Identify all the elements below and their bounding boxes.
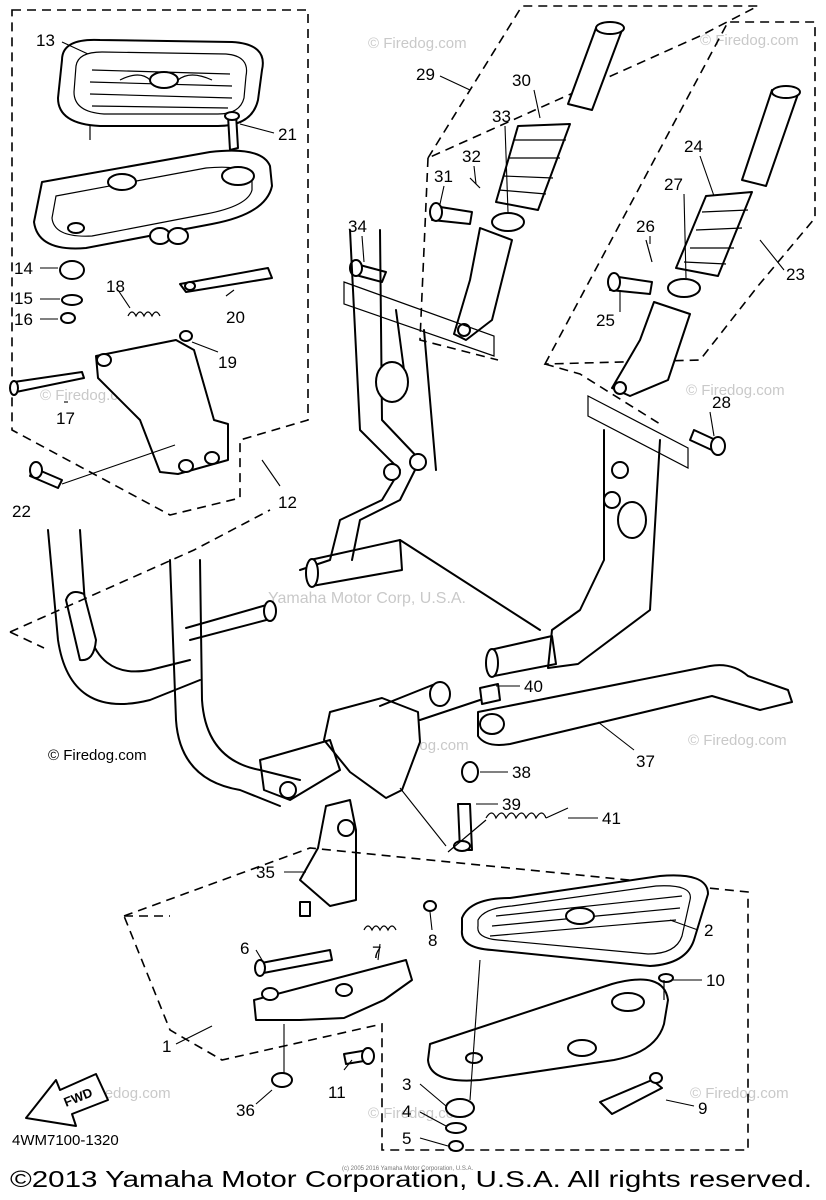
part-label-15: 15: [14, 289, 33, 308]
part-label-10: 10: [706, 971, 725, 990]
fwd-arrow: FWD: [25, 1073, 109, 1127]
part-label-7: 7: [372, 943, 381, 962]
part-label-35: 35: [256, 863, 275, 882]
part-label-34: 34: [348, 217, 367, 236]
firedog-watermark: © Firedog.com: [368, 35, 467, 52]
firedog-watermark-dark: © Firedog.com: [48, 747, 147, 764]
brake-pedal-group: [299, 664, 793, 917]
copyright-notice: ©2013 Yamaha Motor Corporation, U.S.A. A…: [10, 1166, 812, 1192]
part-label-28: 28: [712, 393, 731, 412]
part-label-21: 21: [278, 125, 297, 144]
part-label-11: 11: [328, 1083, 346, 1102]
part-label-12: 12: [278, 493, 297, 512]
leader-lines: [40, 41, 785, 1147]
firedog-watermark: © Firedog.com: [690, 1085, 789, 1102]
part-label-2: 2: [704, 921, 713, 940]
part-label-31: 31: [434, 167, 453, 186]
part-label-33: 33: [492, 107, 511, 126]
part-label-41: 41: [602, 809, 621, 828]
diagram-code: 4WM7100-1320: [12, 1132, 119, 1149]
part-label-24: 24: [684, 137, 703, 156]
part-label-9: 9: [698, 1099, 707, 1118]
part-labels: 13 21 14 15 16 18 20 19 17 22 12 29 30 3…: [12, 31, 805, 1148]
part-label-38: 38: [512, 763, 531, 782]
footpeg-assembly: [343, 5, 816, 469]
part-label-27: 27: [664, 175, 683, 194]
part-label-8: 8: [428, 931, 437, 950]
part-label-36: 36: [236, 1101, 255, 1120]
part-label-3: 3: [402, 1075, 411, 1094]
part-label-22: 22: [12, 502, 31, 521]
part-label-20: 20: [226, 308, 245, 327]
part-label-37: 37: [636, 752, 655, 771]
part-label-17: 17: [56, 409, 75, 428]
firedog-watermark: © Firedog.com: [686, 382, 785, 399]
part-label-19: 19: [218, 353, 237, 372]
footboard-assembly-right: [122, 847, 749, 1152]
part-label-40: 40: [524, 677, 543, 696]
firedog-watermark: © Firedog.com: [688, 732, 787, 749]
part-label-1: 1: [162, 1037, 171, 1056]
part-label-13: 13: [36, 31, 55, 50]
firedog-watermark: © Firedog.com: [368, 1105, 467, 1122]
part-label-18: 18: [106, 277, 125, 296]
part-label-30: 30: [512, 71, 531, 90]
small-print: (c) 2005 2016 Yamaha Motor Corporation, …: [342, 1166, 474, 1172]
footboard-assembly-left: [9, 9, 309, 516]
part-label-14: 14: [14, 259, 33, 278]
part-label-16: 16: [14, 310, 33, 329]
part-label-6: 6: [240, 939, 249, 958]
firedog-watermark: © Firedog.com: [700, 32, 799, 49]
part-label-5: 5: [402, 1129, 411, 1148]
part-label-32: 32: [462, 147, 481, 166]
part-label-25: 25: [596, 311, 615, 330]
part-label-26: 26: [636, 217, 655, 236]
part-label-29: 29: [416, 65, 435, 84]
yamaha-watermark: Yamaha Motor Corp, U.S.A.: [268, 590, 466, 607]
part-label-39: 39: [502, 795, 521, 814]
part-label-4: 4: [402, 1102, 411, 1121]
frame: [9, 229, 661, 807]
part-label-23: 23: [786, 265, 805, 284]
